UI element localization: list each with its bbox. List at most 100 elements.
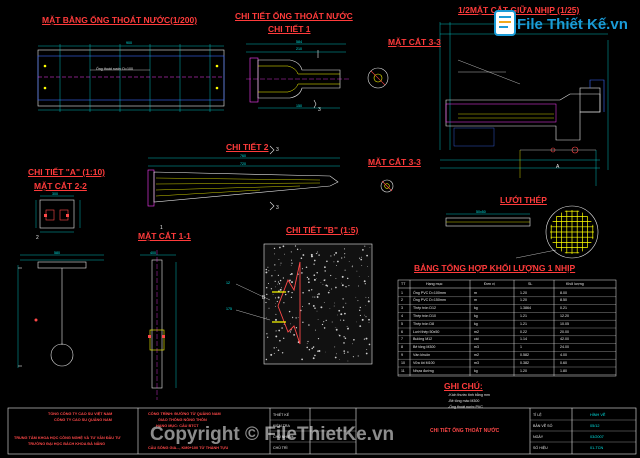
concrete-speckle [344,253,346,255]
concrete-speckle [265,271,268,274]
concrete-speckle [270,353,273,356]
meta-label: BẢN VẼ SỐ [533,424,553,428]
concrete-speckle [281,327,283,329]
concrete-speckle [314,354,316,357]
note-line: -Bê tông mác M300 [448,399,480,403]
watermark-icon [494,10,516,36]
concrete-speckle [287,290,290,293]
concrete-speckle [290,272,293,275]
concrete-speckle [367,300,370,303]
concrete-speckle [340,313,343,316]
concrete-speckle [290,264,292,266]
table-cell: 5 [401,321,403,326]
concrete-speckle [344,312,346,315]
concrete-speckle [267,282,270,285]
concrete-speckle [265,268,268,271]
concrete-speckle [365,305,367,307]
dim-label: 720 [240,162,246,166]
concrete-speckle [315,329,316,331]
concrete-speckle [342,298,344,300]
watermark-copyright: Copyright © FileThietKe.vn [150,424,395,445]
concrete-speckle [316,251,318,253]
concrete-speckle [313,346,315,347]
concrete-speckle [291,262,293,264]
concrete-speckle [267,337,268,339]
concrete-speckle [352,343,353,345]
concrete-speckle [310,255,313,258]
concrete-speckle [266,317,267,319]
steel-mesh [445,205,599,259]
project-name: CÔNG TRÌNH: ĐƯỜNG TỪ QUẢNG NAM [148,412,221,416]
watermark-logo [494,8,640,42]
concrete-speckle [297,317,299,318]
concrete-speckle [343,248,346,250]
meta-value: 05/12 [590,424,600,428]
table-cell: 1.21 [520,313,527,318]
concrete-speckle [289,323,291,325]
concrete-speckle [320,282,322,283]
meta-label: TỈ LỆ [533,413,542,417]
concrete-speckle [301,268,303,270]
concrete-speckle [313,278,316,281]
concrete-speckle [347,360,349,362]
section-1-1 [140,250,177,400]
concrete-speckle [274,253,276,255]
dim-label: 175 [226,307,232,311]
table-cell: 10.05 [560,321,569,326]
concrete-speckle [338,309,341,312]
table-cell: 6 [401,329,403,334]
concrete-speckle [334,356,337,359]
concrete-speckle [334,346,336,348]
meta-label: SỐ HIỆU [533,446,548,450]
concrete-speckle [300,309,302,312]
table-cell: m2 [474,352,479,357]
concrete-speckle [347,327,349,330]
concrete-speckle [322,283,324,285]
dim-label: 900 [126,41,132,45]
concrete-speckle [295,317,297,319]
half-span-section [439,22,609,186]
concrete-speckle [316,271,318,274]
table-cell: 24.00 [560,345,569,350]
concrete-speckle [359,325,362,328]
table-cell: 1.20 [520,298,527,303]
concrete-speckle [307,278,310,280]
concrete-speckle [330,255,332,257]
concrete-speckle [360,307,362,309]
concrete-speckle [330,274,332,277]
table-cell: Thép tròn D10 [413,313,436,318]
concrete-speckle [270,288,273,290]
concrete-speckle [363,280,366,283]
concrete-speckle [365,352,368,355]
concrete-speckle [266,293,268,296]
concrete-speckle [274,305,276,307]
title-detail-a: CHI TIẾT "A" (1:10) [28,167,106,177]
table-header-cell: Đơn vị [484,282,495,286]
table-cell: 0.21 [560,306,567,311]
concrete-speckle [278,259,280,261]
concrete-speckle [272,294,274,295]
table-cell: 7 [401,337,403,342]
concrete-speckle [365,337,368,340]
concrete-speckle [302,292,304,294]
concrete-speckle [343,352,346,354]
concrete-speckle [278,329,281,332]
table-cell: 4.00 [560,352,567,357]
table-cell: kg [474,306,478,311]
concrete-speckle [334,302,336,304]
concrete-speckle [275,303,276,304]
concrete-speckle [274,286,276,288]
concrete-speckle [368,321,370,323]
meta-label: NGÀY [533,435,544,439]
concrete-speckle [341,284,344,287]
role-label: THIẾT KẾ [273,413,290,417]
concrete-speckle [333,254,336,256]
table-cell: 1.14 [520,337,527,342]
table-cell: 1 [401,290,403,295]
concrete-speckle [277,281,280,283]
concrete-speckle [277,296,280,299]
concrete-speckle [317,294,319,296]
concrete-speckle [335,353,337,355]
concrete-speckle [318,254,320,256]
concrete-speckle [359,309,361,311]
